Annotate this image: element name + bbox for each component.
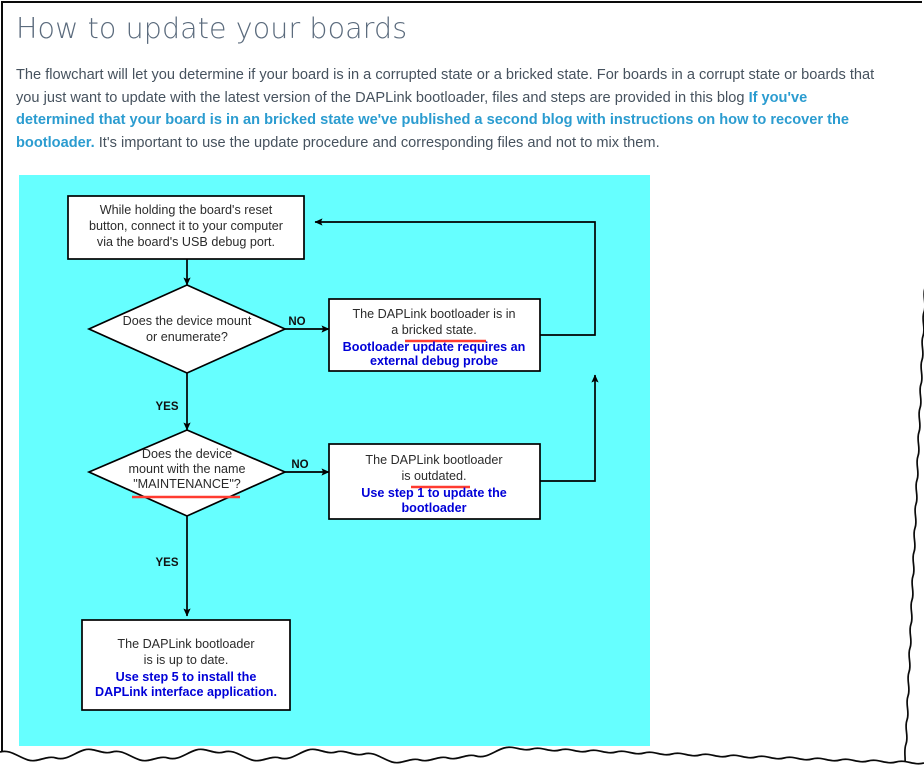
flow-node-decision1-line-1: Does the device mount bbox=[123, 314, 252, 328]
flow-node-start-line-2: button, connect it to your computer bbox=[89, 219, 283, 233]
flowchart-diagram: While holding the board's reset button, … bbox=[67, 195, 599, 711]
flow-node-uptodate-blue-line-2: DAPLink interface application. bbox=[95, 685, 277, 699]
flow-node-uptodate-black-line-1: The DAPLink bootloader bbox=[117, 637, 254, 651]
flow-node-bricked-black-line-2: a bricked state. bbox=[391, 323, 476, 337]
torn-right-edge-decoration bbox=[903, 0, 924, 771]
flow-node-decision2: Does the device mount with the name "MAI… bbox=[86, 429, 288, 517]
recover-bootloader-link[interactable]: If you've determined that your board is … bbox=[16, 89, 850, 151]
flow-node-outdated-blue-line-2: bootloader bbox=[401, 501, 466, 515]
flow-node-bricked-blue-line-2: external debug probe bbox=[370, 354, 498, 368]
flow-node-outdated-black-line-1: The DAPLink bootloader bbox=[365, 453, 502, 467]
page-title: How to update your boards bbox=[16, 12, 408, 45]
intro-text-part1: The flowchart will let you determine if … bbox=[16, 67, 875, 106]
flow-node-outdated: The DAPLink bootloader is outdated. Use … bbox=[328, 443, 541, 520]
article: How to update your boards The flowchart … bbox=[16, 10, 888, 154]
intro-paragraph: The flowchart will let you determine if … bbox=[16, 64, 882, 154]
flow-node-outdated-black-line-2: is outdated. bbox=[401, 469, 466, 483]
flow-node-decision1: Does the device mount or enumerate? bbox=[86, 284, 288, 374]
edge-outdated-feedback bbox=[540, 374, 599, 482]
edge-label-decision1-no: NO bbox=[288, 316, 305, 328]
flow-node-uptodate-blue-line-1: Use step 5 to install the bbox=[116, 670, 257, 684]
flow-node-bricked-blue-line-1: Bootloader update requires an bbox=[343, 340, 526, 354]
torn-bottom-edge-decoration bbox=[0, 746, 924, 771]
flow-node-decision2-line-1: Does the device bbox=[142, 447, 232, 461]
flowchart-canvas: While holding the board's reset button, … bbox=[19, 175, 650, 746]
flow-node-uptodate: The DAPLink bootloader is is up to date.… bbox=[81, 619, 291, 711]
flow-node-bricked: The DAPLink bootloader is in a bricked s… bbox=[328, 298, 541, 372]
flow-node-start-line-1: While holding the board's reset bbox=[100, 203, 273, 217]
flow-node-decision2-line-3: "MAINTENANCE"? bbox=[133, 477, 241, 491]
edge-label-decision2-yes: YES bbox=[155, 557, 178, 569]
flow-node-start: While holding the board's reset button, … bbox=[67, 195, 305, 260]
edge-label-decision2-no: NO bbox=[291, 459, 308, 471]
flow-node-outdated-blue-line-1: Use step 1 to update the bbox=[361, 486, 507, 500]
flow-node-decision1-line-2: or enumerate? bbox=[146, 330, 228, 344]
flow-node-bricked-black-line-1: The DAPLink bootloader is in bbox=[352, 307, 515, 321]
flow-node-uptodate-black-line-2: is is up to date. bbox=[144, 653, 229, 667]
flow-node-start-line-3: via the board's USB debug port. bbox=[97, 235, 275, 249]
edge-label-decision1-yes: YES bbox=[155, 401, 178, 413]
intro-text-part2: It's important to use the update procedu… bbox=[94, 134, 660, 151]
edge-bricked-feedback-to-start bbox=[314, 218, 596, 336]
flow-node-decision2-line-2: mount with the name bbox=[129, 462, 246, 476]
